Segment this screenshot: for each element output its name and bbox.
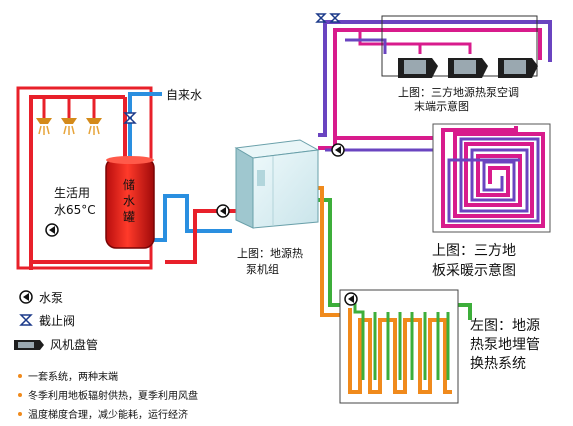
pump-icon (344, 292, 358, 306)
fan-coil-icon (448, 58, 488, 78)
legend-fan-coil-label: 风机盘管 (50, 337, 98, 352)
shower-head-icon (36, 118, 102, 135)
domestic-water-temp-label: 水65°C (54, 203, 96, 217)
tap-water-label: 自来水 (166, 88, 202, 102)
fan-coil-icon (498, 58, 538, 78)
note-3: 温度梯度合理，减少能耗，运行经济 (28, 408, 188, 421)
ground-loop-field (339, 289, 459, 404)
fan-coil-supply-pipe (318, 28, 542, 150)
pump-icon (216, 204, 230, 218)
tank-label-3: 罐 (123, 210, 135, 224)
pump-icon (331, 143, 345, 157)
ground-loop-caption-2: 热泵地埋管 (470, 337, 540, 353)
fan-coil-caption: 上图：三方地源热泵空调 (398, 85, 519, 99)
legend-valve-label: 截止阀 (39, 314, 75, 328)
storage-tank (105, 156, 155, 249)
heat-pump-unit (234, 139, 320, 229)
floor-heating-caption-2: 板采暖示意图 (432, 262, 516, 279)
ground-loop-caption-3: 换热系统 (470, 355, 526, 372)
fan-coil-caption-2: 末端示意图 (414, 99, 469, 113)
supply-to-tank-pipe (165, 209, 236, 264)
tap-water-pipe (128, 92, 162, 168)
legend-pump-label: 水泵 (39, 291, 63, 305)
tank-label-2: 水 (123, 194, 135, 208)
notes: 一套系统，两种末端 冬季利用地板辐射供热，夏季利用风盘 温度梯度合理，减少能耗，… (18, 370, 198, 421)
floor-heating-coil (432, 123, 551, 233)
note-1: 一套系统，两种末端 (28, 370, 118, 383)
ground-loop-supply-pipe (318, 198, 472, 320)
pump-icon (45, 223, 59, 237)
fan-coil-icon (398, 58, 438, 78)
fan-coil-group (381, 15, 538, 78)
legend-valve-icon (19, 314, 33, 326)
ground-loop-caption: 左图：地源 (470, 318, 540, 334)
heat-pump-caption: 上图：地源热 (237, 246, 303, 260)
floor-heating-caption: 上图：三方地 (432, 243, 516, 259)
note-2: 冬季利用地板辐射供热，夏季利用风盘 (28, 389, 198, 402)
valve-icon (123, 112, 137, 124)
tank-label-1: 储 (123, 177, 135, 192)
legend: 水泵 截止阀 风机盘管 (14, 290, 98, 352)
legend-fan-coil-icon (14, 340, 44, 350)
legend-pump-icon (19, 290, 33, 304)
domestic-water-label: 生活用 (54, 186, 90, 200)
heat-pump-caption-2: 泵机组 (246, 262, 279, 276)
valve-icon (315, 13, 341, 23)
